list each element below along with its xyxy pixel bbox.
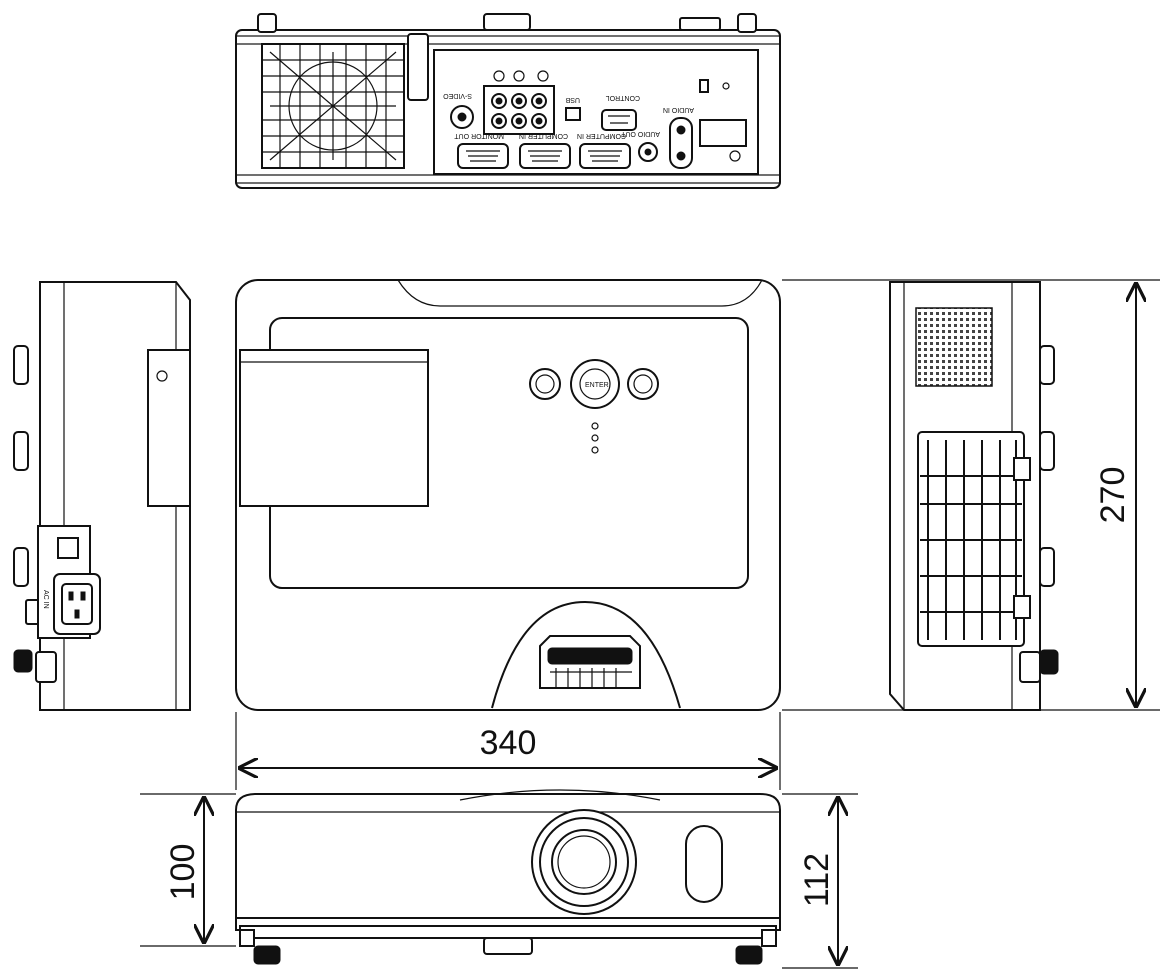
input-button [529, 368, 561, 400]
control-port [601, 109, 637, 131]
height-total-value: 112 [798, 853, 836, 907]
width-dimension: 340 [235, 712, 781, 790]
height-total-dimension: 112 [782, 793, 858, 969]
usb-label: USB [565, 96, 580, 103]
rear-view: S-VIDEO USB CONTROL MONITOR OUT [235, 13, 781, 189]
monitor-out-label: MONITOR OUT [454, 132, 504, 139]
computer-in-1-port: COMPUTER IN [519, 132, 571, 169]
menu-button [627, 368, 659, 400]
front-view [235, 789, 781, 965]
connector-panel: S-VIDEO USB CONTROL MONITOR OUT [433, 49, 759, 175]
height-body-dimension: 100 [140, 793, 236, 947]
lens [531, 809, 637, 915]
enter-button [570, 359, 620, 409]
ac-inlet: AC IN [37, 525, 101, 639]
rear-fan-grille [261, 43, 405, 169]
height-body-value: 100 [164, 844, 202, 901]
focus-ring [547, 647, 633, 688]
usb-port [565, 107, 581, 121]
depth-dimension: 270 [782, 279, 1160, 711]
s-video-label: S-VIDEO [443, 92, 472, 99]
computer-in-2-port: COMPUTER IN [577, 132, 631, 169]
left-side-view: AC IN [13, 281, 191, 711]
control-buttons: ENTER [529, 359, 659, 454]
filter-cover [917, 431, 1031, 647]
top-view: ENTER [235, 279, 781, 711]
right-side-view [889, 281, 1059, 711]
audio-in-ports [669, 117, 693, 169]
enter-label: ENTER [585, 382, 609, 389]
monitor-out-port: MONITOR OUT [454, 132, 509, 169]
audio-in-label: AUDIO IN [663, 106, 694, 113]
computer-in-2-label: COMPUTER IN [577, 132, 626, 139]
vent-mesh [915, 307, 993, 387]
depth-value: 270 [1094, 467, 1132, 524]
computer-in-1-label: COMPUTER IN [519, 132, 568, 139]
control-label: CONTROL [606, 94, 640, 101]
audio-out-label: AUDIO OUT [620, 130, 660, 137]
width-value: 340 [480, 724, 537, 762]
ir-receiver [685, 825, 723, 903]
ac-in-label: AC IN [42, 590, 49, 609]
